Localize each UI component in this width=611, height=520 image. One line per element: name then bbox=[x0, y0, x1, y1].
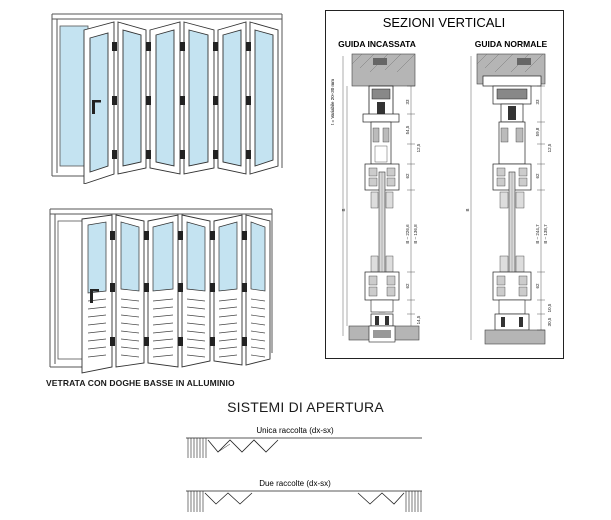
folding-door-glazed-illustration bbox=[51, 13, 283, 184]
double-fold-zigzag-left bbox=[204, 492, 253, 505]
dim-r-4: B – 244,7 bbox=[535, 224, 540, 244]
dim-r-2: 62 bbox=[535, 173, 540, 179]
dim-l-2: 62 bbox=[405, 173, 410, 179]
dim-r-1: 59,8 bbox=[535, 127, 540, 136]
opening-systems-title: SISTEMI DI APERTURA bbox=[227, 399, 384, 415]
dim-l-4: B – 226,6 bbox=[405, 224, 410, 244]
single-fold-zigzag bbox=[207, 439, 279, 453]
section-left: 33 54,5 62 12,5 B – 226,6 B – 136,8 62 1… bbox=[341, 53, 421, 343]
col-right-label: GUIDA NORMALE bbox=[475, 39, 548, 49]
double-stack-hatch-left bbox=[187, 491, 204, 512]
double-fold-zigzag-right bbox=[357, 492, 405, 505]
single-fold-label: Unica raccolta (dx-sx) bbox=[256, 426, 334, 435]
dim-r-6: 62 bbox=[535, 283, 540, 289]
col-left-label: GUIDA INCASSATA bbox=[338, 39, 416, 49]
single-stack-hatch bbox=[187, 438, 207, 458]
dim-l-3: 12,5 bbox=[416, 143, 421, 152]
dim-l-7: 14,5 bbox=[416, 315, 421, 324]
dim-r-8: 10,5 bbox=[547, 303, 552, 312]
panel-title: SEZIONI VERTICALI bbox=[383, 15, 506, 30]
dim-l-height: B bbox=[341, 208, 346, 211]
dim-r-3: 12,5 bbox=[547, 143, 552, 152]
double-fold-label: Due raccolte (dx-sx) bbox=[259, 479, 331, 488]
dim-l-0: 33 bbox=[405, 99, 410, 105]
folding-door-louvred-illustration bbox=[49, 208, 273, 374]
dim-r-height: B bbox=[465, 208, 470, 211]
opening-schemes: Unica raccolta (dx-sx) Due raccolte (dx-… bbox=[186, 426, 422, 512]
dim-r-7: 30,5 bbox=[547, 317, 552, 326]
section-right: 33 59,8 62 12,5 B – 244,7 B – 138,7 62 3… bbox=[465, 53, 552, 345]
double-stack-hatch-right bbox=[405, 491, 422, 512]
side-note: t = Variabile 20÷30 mm bbox=[330, 79, 335, 125]
dim-r-0: 33 bbox=[535, 99, 540, 105]
dim-l-6: 62 bbox=[405, 283, 410, 289]
vertical-sections-panel: SEZIONI VERTICALI GUIDA INCASSATA GUIDA … bbox=[325, 10, 564, 359]
dim-r-5: B – 138,7 bbox=[543, 224, 548, 244]
dim-l-5: B – 136,8 bbox=[413, 224, 418, 244]
dim-l-1: 54,5 bbox=[405, 125, 410, 134]
lower-door-caption: VETRATA CON DOGHE BASSE IN ALLUMINIO bbox=[46, 378, 235, 388]
